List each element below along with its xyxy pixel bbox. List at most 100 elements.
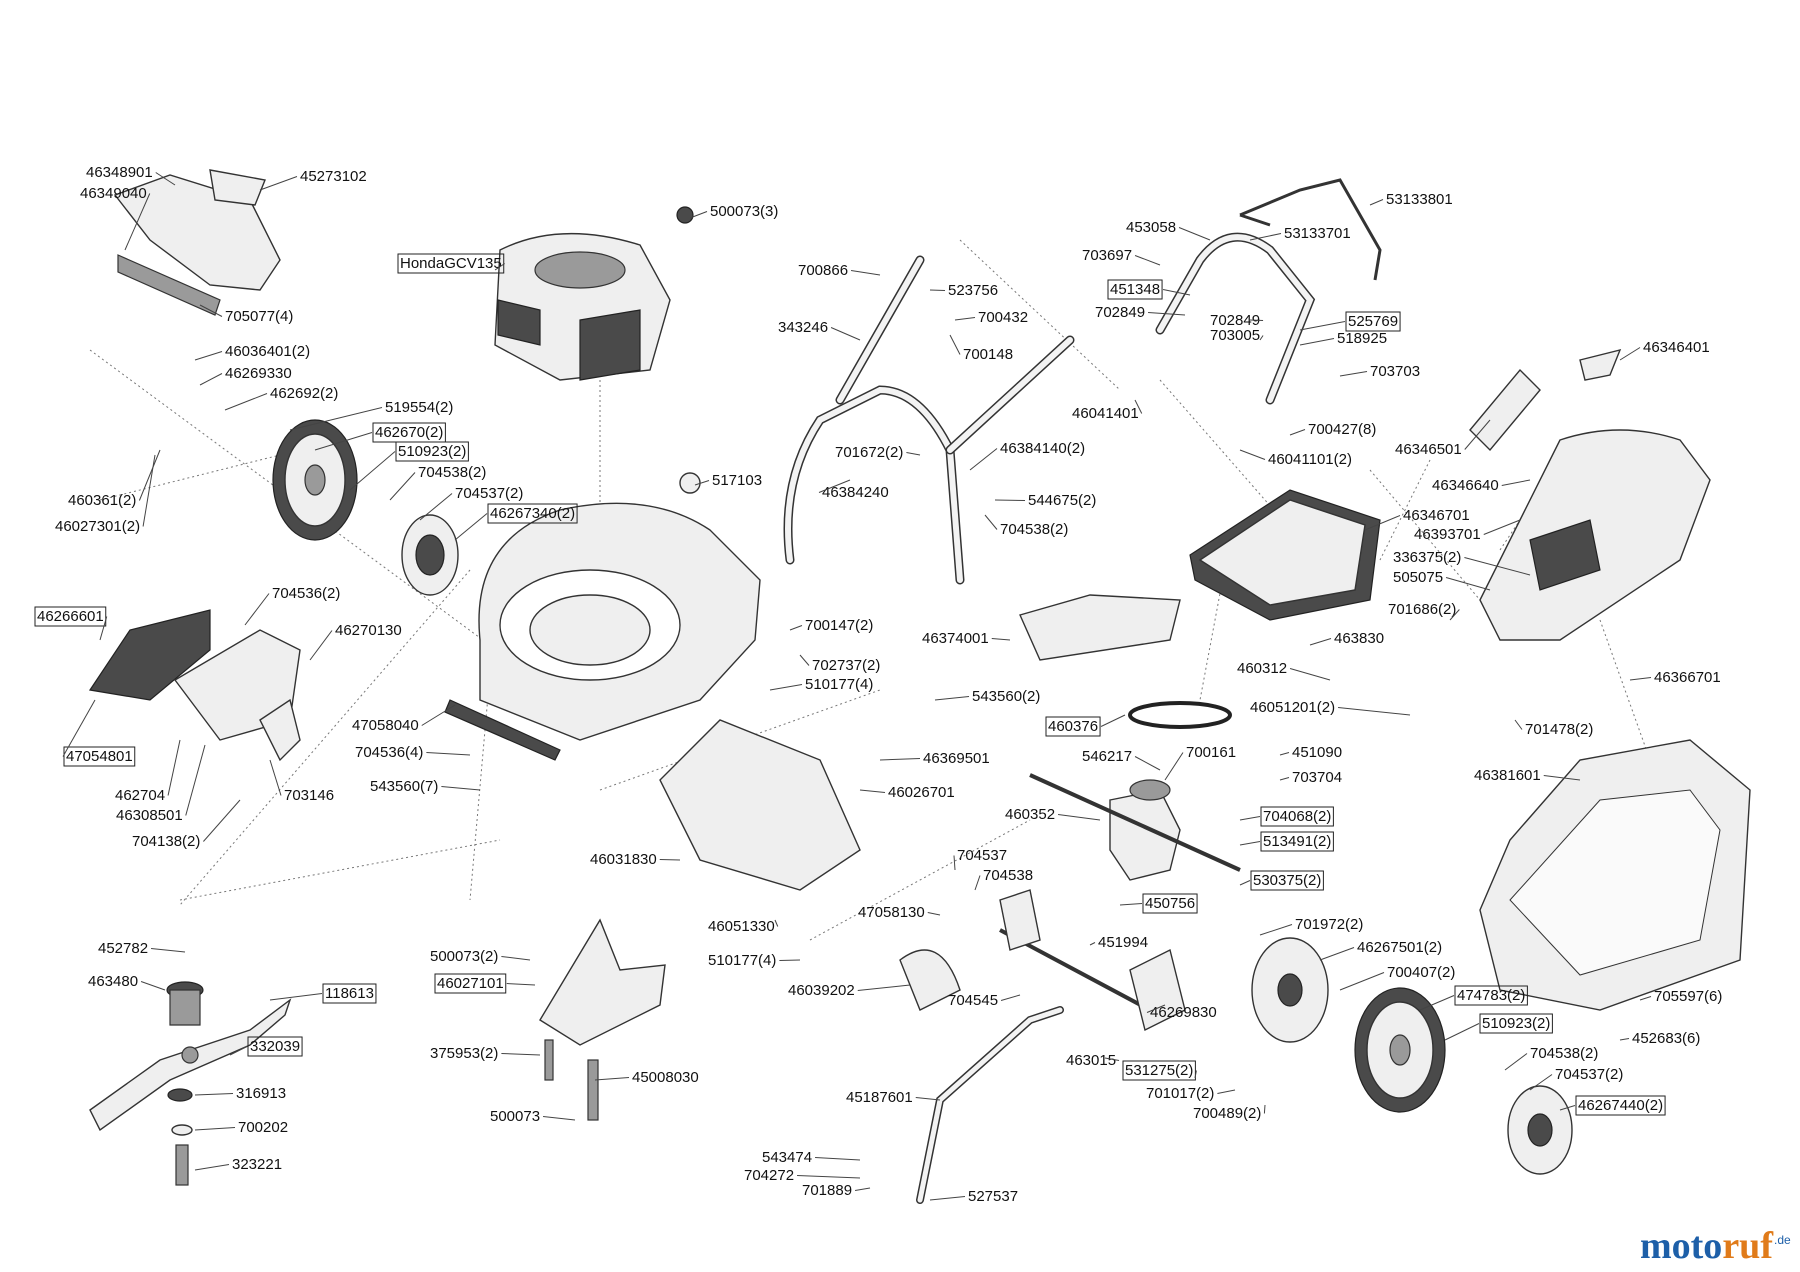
- leader-line: [1444, 1023, 1480, 1041]
- part-label-460364012: 46036401(2): [225, 343, 310, 360]
- part-label-518925: 518925: [1337, 330, 1387, 347]
- leader-line: [494, 263, 506, 271]
- part-number-text: 700407(2): [1387, 964, 1455, 981]
- part-number-text: 704538(2): [1530, 1045, 1598, 1062]
- leader-line: [797, 1175, 861, 1179]
- leader-line: [1239, 816, 1261, 821]
- part-number-box: [1045, 716, 1101, 737]
- part-number-text: 46027101: [437, 975, 504, 992]
- leader-line: [689, 211, 708, 219]
- leader-line: [774, 919, 779, 927]
- part-label-46266601: 46266601: [34, 606, 107, 627]
- part-number-text: 463015: [1066, 1052, 1116, 1069]
- leader-line: [501, 956, 531, 961]
- part-label-46269830: 46269830: [1150, 1004, 1217, 1021]
- part-number-text: 46349040: [80, 185, 147, 202]
- left-rear-wheel-part: [272, 419, 358, 541]
- part-label-7045382: 704538(2): [1000, 521, 1068, 538]
- part-number-text: 46393701: [1414, 526, 1481, 543]
- part-label-46348901: 46348901: [86, 164, 153, 181]
- leader-line: [1104, 1057, 1120, 1061]
- part-label-702849: 702849: [1095, 304, 1145, 321]
- leader-line: [224, 393, 268, 411]
- part-label-7041382: 704138(2): [132, 833, 200, 850]
- part-number-box: [34, 606, 107, 627]
- part-label-700866: 700866: [798, 262, 848, 279]
- part-number-box: [247, 1036, 303, 1057]
- leader-line: [1501, 479, 1531, 486]
- part-label-46366701: 46366701: [1654, 669, 1721, 686]
- part-number-text: 704536(2): [272, 585, 340, 602]
- part-number-text: 518925: [1337, 330, 1387, 347]
- leader-line: [1619, 1038, 1630, 1041]
- part-number-text: 460352: [1005, 806, 1055, 823]
- part-number-text: 510177(4): [708, 952, 776, 969]
- leader-line: [1449, 609, 1460, 621]
- leader-line: [151, 948, 186, 953]
- part-label-46027101: 46027101: [434, 973, 507, 994]
- part-number-text: 700161: [1186, 744, 1236, 761]
- part-number-text: 46384140(2): [1000, 440, 1085, 457]
- part-number-text: 46036401(2): [225, 343, 310, 360]
- part-number-text: 517103: [712, 472, 762, 489]
- leader-line: [1217, 1089, 1236, 1094]
- leader-line: [929, 1196, 966, 1201]
- leader-line: [1483, 519, 1521, 535]
- part-label-462704: 462704: [115, 787, 165, 804]
- leader-line: [799, 654, 810, 666]
- part-label-46346640: 46346640: [1432, 477, 1499, 494]
- leader-line: [1239, 449, 1266, 460]
- leader-line: [927, 912, 941, 916]
- leader-line: [1249, 233, 1282, 241]
- leader-line: [314, 432, 373, 451]
- part-number-box: [322, 983, 377, 1004]
- part-number-text: 510923(2): [1482, 1015, 1550, 1032]
- drive-belt-part: [1128, 701, 1232, 729]
- part-label-46346701: 46346701: [1403, 507, 1470, 524]
- part-number-text: 530375(2): [1253, 872, 1321, 889]
- leader-line: [1419, 995, 1455, 1011]
- part-label-462673402: 46267340(2): [487, 503, 578, 524]
- part-label-700148: 700148: [963, 346, 1013, 363]
- part-label-703005: 703005: [1210, 327, 1260, 344]
- part-label-7040682: 704068(2): [1260, 806, 1334, 827]
- part-number-text: 451090: [1292, 744, 1342, 761]
- part-number-text: 46308501: [116, 807, 183, 824]
- part-label-4747832: 474783(2): [1454, 985, 1528, 1006]
- leader-line: [1100, 714, 1126, 727]
- part-number-box: [1454, 985, 1528, 1006]
- part-label-47054801: 47054801: [63, 746, 136, 767]
- part-label-118613: 118613: [322, 983, 377, 1004]
- part-label-7004072: 700407(2): [1387, 964, 1455, 981]
- part-number-text: 46267340(2): [490, 505, 575, 522]
- leader-line: [1619, 347, 1641, 361]
- leader-line: [594, 1077, 630, 1081]
- grass-bag-basket-part: [1479, 739, 1751, 1011]
- part-label-462675012: 46267501(2): [1357, 939, 1442, 956]
- part-number-text: 451348: [1110, 281, 1160, 298]
- part-number-text: 47058040: [352, 717, 419, 734]
- blade-part: [89, 998, 292, 1132]
- part-label-7004892: 700489(2): [1193, 1105, 1261, 1122]
- leader-line: [818, 479, 851, 493]
- part-label-45273102: 45273102: [300, 168, 367, 185]
- part-number-text: 45008030: [632, 1069, 699, 1086]
- bushing-part: [679, 472, 701, 494]
- leader-line: [454, 513, 488, 541]
- part-number-text: 543474: [762, 1149, 812, 1166]
- leader-line: [99, 616, 108, 641]
- part-number-text: 704538(2): [418, 464, 486, 481]
- leader-line: [501, 1053, 541, 1056]
- part-number-text: 46269830: [1150, 1004, 1217, 1021]
- leader-line: [994, 499, 1026, 501]
- part-number-text: 46384240: [822, 484, 889, 501]
- part-number-text: 705597(6): [1654, 988, 1722, 1005]
- leader-line: [1148, 312, 1186, 316]
- svg-text:motoruf: motoruf: [1640, 1225, 1774, 1267]
- part-label-5109232: 510923(2): [395, 441, 469, 462]
- part-number-box: [1142, 893, 1198, 914]
- part-label-7045362: 704536(2): [272, 585, 340, 602]
- part-label-500073: 500073: [490, 1108, 540, 1125]
- leader-line: [1464, 557, 1531, 576]
- leader-line: [915, 1097, 941, 1101]
